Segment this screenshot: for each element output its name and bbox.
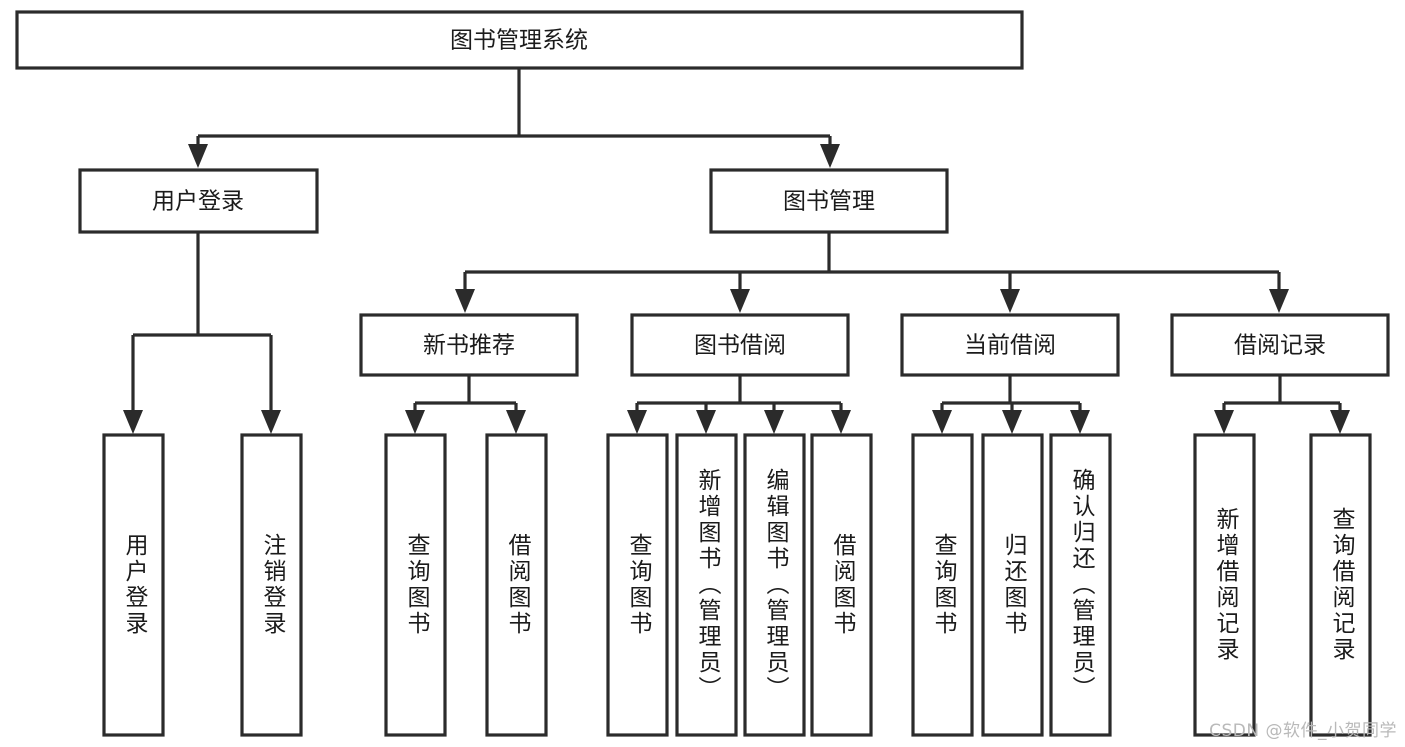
- node-leaf-query-record-label: 查询借阅记录: [1328, 507, 1354, 663]
- arrow-book-manage-child-2: [730, 289, 750, 313]
- node-leaf-query-book-3[interactable]: [911, 433, 974, 737]
- arrow-br-leaf-1: [1214, 410, 1234, 434]
- node-current-borrow[interactable]: [900, 313, 1120, 377]
- node-leaf-query-book-3-label: 查询图书: [930, 533, 956, 637]
- node-leaf-add-book[interactable]: [675, 433, 738, 737]
- node-new-book-recommend[interactable]: [359, 313, 579, 377]
- node-new-book-recommend-label: 新书推荐: [423, 333, 515, 359]
- node-leaf-edit-book-label: 编辑图书（管理员）: [762, 468, 788, 702]
- arrow-book-manage-child-3: [1000, 289, 1020, 313]
- arrow-cb-leaf-1: [932, 410, 952, 434]
- node-leaf-add-record[interactable]: [1193, 433, 1256, 737]
- arrow-nbr-leaf-2: [506, 410, 526, 434]
- node-leaf-confirm-return[interactable]: [1049, 433, 1112, 737]
- node-book-borrow-label: 图书借阅: [694, 333, 786, 359]
- node-leaf-query-book-1-label: 查询图书: [403, 533, 429, 637]
- arrow-cb-leaf-3: [1070, 410, 1090, 434]
- node-leaf-return-book-label: 归还图书: [1000, 533, 1026, 637]
- node-leaf-borrow-book-1-label: 借阅图书: [504, 533, 530, 637]
- node-user-login-label: 用户登录: [152, 189, 244, 215]
- arrow-br-leaf-2: [1330, 410, 1350, 434]
- watermark-label: CSDN @软件_小贺同学: [1209, 721, 1397, 741]
- node-leaf-user-login[interactable]: [102, 433, 165, 737]
- node-leaf-query-book-2[interactable]: [606, 433, 669, 737]
- node-leaf-borrow-book-2-label: 借阅图书: [829, 533, 855, 637]
- node-leaf-query-book-2-label: 查询图书: [625, 533, 651, 637]
- arrow-nbr-leaf-1: [405, 410, 425, 434]
- arrow-book-manage-child-4: [1269, 289, 1289, 313]
- node-leaf-return-book[interactable]: [981, 433, 1044, 737]
- node-leaf-add-record-label: 新增借阅记录: [1212, 507, 1238, 663]
- node-leaf-user-login-label: 用户登录: [121, 533, 147, 637]
- arrow-book-manage-child-1: [455, 289, 475, 313]
- arrow-bb-leaf-3: [764, 410, 784, 434]
- arrow-cb-leaf-2: [1002, 410, 1022, 434]
- arrow-root-to-user-login: [188, 144, 208, 168]
- node-root-label: 图书管理系统: [450, 28, 588, 54]
- node-current-borrow-label: 当前借阅: [964, 333, 1056, 359]
- node-leaf-edit-book[interactable]: [743, 433, 806, 737]
- arrow-user-login-leaf-1: [123, 410, 143, 434]
- node-root[interactable]: [15, 10, 1024, 70]
- arrow-bb-leaf-1: [627, 410, 647, 434]
- node-book-manage-label: 图书管理: [783, 189, 875, 215]
- node-leaf-borrow-book-2[interactable]: [810, 433, 873, 737]
- node-leaf-confirm-return-label: 确认归还（管理员）: [1068, 468, 1094, 702]
- arrow-root-to-book-manage: [820, 144, 840, 168]
- arrow-bb-leaf-4: [831, 410, 851, 434]
- node-leaf-logout-label: 注销登录: [259, 533, 285, 637]
- node-leaf-borrow-book-1[interactable]: [485, 433, 548, 737]
- arrow-bb-leaf-2: [696, 410, 716, 434]
- node-leaf-add-book-label: 新增图书（管理员）: [694, 468, 720, 702]
- node-leaf-query-record[interactable]: [1309, 433, 1372, 737]
- node-leaf-query-book-1[interactable]: [384, 433, 447, 737]
- node-borrow-record-label: 借阅记录: [1234, 333, 1326, 359]
- node-leaf-logout[interactable]: [240, 433, 303, 737]
- arrow-user-login-leaf-2: [261, 410, 281, 434]
